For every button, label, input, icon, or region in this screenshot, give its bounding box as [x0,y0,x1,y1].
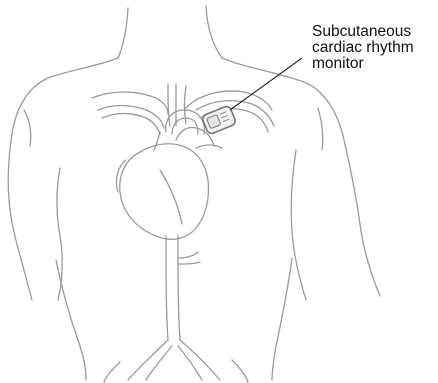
iliac-left-inner [146,346,172,380]
iliac-right-inner [178,346,202,380]
torso-right-side [272,258,292,380]
left-arm-inner [57,168,62,300]
right-shoulder-crease [318,108,323,150]
right-arm-inner [291,150,306,300]
callout-line-1: Subcutaneous [312,24,436,40]
heart-outline [120,144,209,239]
left-clavicle [92,92,168,114]
callout-line-3: monitor [312,56,436,72]
svc [154,132,160,150]
neck-right [206,6,222,58]
iliac-right-outer [180,340,220,380]
torso-left-side [56,260,86,380]
renal-branch [178,252,198,258]
pelvic-vessel-right [232,360,248,382]
right-shoulder-outline [222,58,380,296]
callout-line-2: cardiac rhythm [312,40,436,56]
pelvic-vessel-left [104,362,120,382]
left-shoulder-crease [24,110,31,146]
descending-aorta-left [166,236,168,340]
descending-aorta-right [178,236,180,340]
heart-groove [160,170,182,224]
pulmonary-branch [196,145,222,148]
neck-left [118,8,128,58]
left-subclavian-vessel-lower [102,114,160,135]
renal-branch-2 [178,262,200,264]
iliac-left-outer [128,340,168,380]
device-callout-label: Subcutaneous cardiac rhythm monitor [312,24,436,72]
